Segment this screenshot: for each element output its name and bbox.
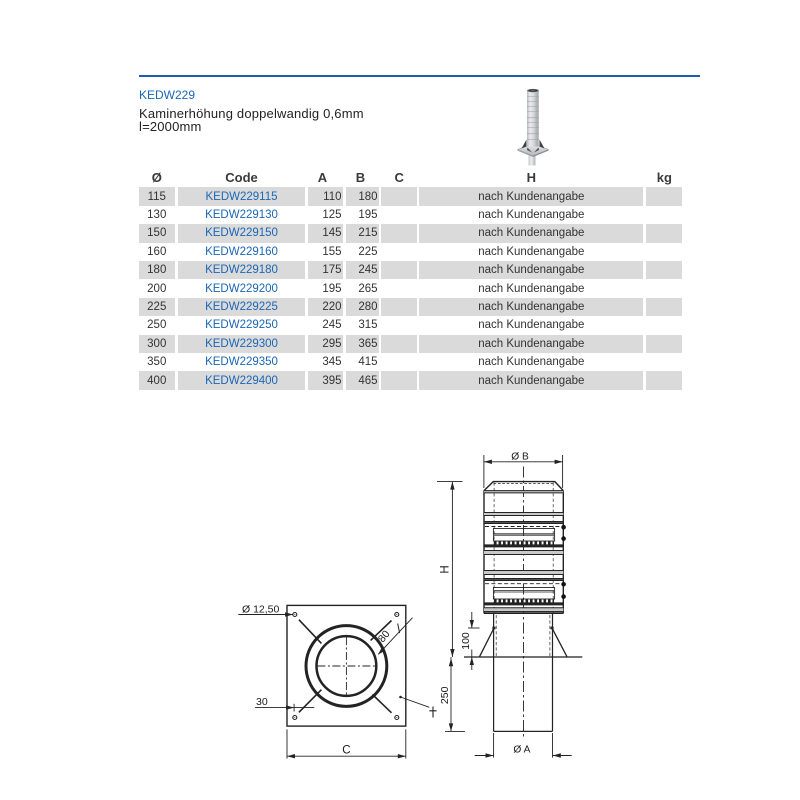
svg-text:H: H [439, 565, 451, 573]
svg-text:Ø B: Ø B [511, 451, 529, 462]
svg-text:Ø 12,50: Ø 12,50 [242, 604, 280, 616]
svg-text:C: C [342, 745, 350, 757]
svg-text:Ø A: Ø A [513, 745, 530, 756]
svg-text:30: 30 [256, 696, 268, 708]
svg-text:250: 250 [439, 686, 451, 704]
svg-text:100: 100 [460, 632, 472, 650]
